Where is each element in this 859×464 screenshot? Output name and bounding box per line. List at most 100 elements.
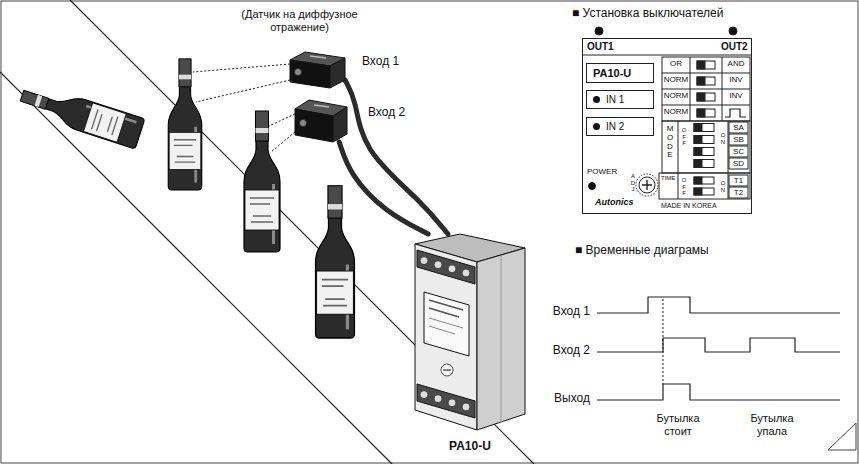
front-panel: OUT1OUT2POWERAutonicsMADE IN KOREAPA10-U…: [582, 38, 752, 214]
outline-face: [417, 384, 475, 418]
origin-note: MADE IN KOREA: [661, 202, 717, 210]
led-dot: [593, 123, 600, 130]
dip-switch: [697, 77, 715, 85]
standing-bottle: [316, 186, 355, 338]
model-box: PA10-U: [586, 63, 654, 83]
outline-face: [333, 107, 347, 142]
mode-cell: [729, 158, 748, 169]
beam-line: [196, 80, 290, 102]
detail-line: [314, 105, 329, 107]
dip-switch: [694, 188, 714, 195]
indicator-name: POWER: [587, 167, 617, 176]
signal-trace: [597, 297, 840, 313]
time-range: T2: [729, 187, 748, 198]
input-name: Вход 1: [362, 55, 399, 69]
outline-face: [424, 292, 469, 356]
sensor-cable: [339, 142, 428, 234]
signal-name: Вход 1: [530, 305, 590, 319]
photo-sensor: Вход 1: [290, 52, 345, 88]
node-outline: [295, 100, 347, 142]
beam-line: [271, 132, 295, 152]
outline-face: [290, 60, 330, 88]
mode-grid: [678, 121, 728, 173]
detail-circle: [434, 395, 442, 403]
input-indicator: IN 1: [586, 90, 654, 109]
detail-circle: [441, 364, 453, 376]
switch-knob: [694, 136, 702, 144]
outline-face: [415, 234, 525, 262]
state-caption: Бутылка упала: [742, 412, 802, 437]
sensor-type-note: (Датчик на диффузное отражение): [232, 8, 367, 33]
mode-cell: [729, 146, 748, 157]
controller-unit: PA10-U: [415, 234, 525, 430]
switch-group-label: TIME: [661, 175, 675, 182]
dip-switch: [697, 109, 715, 117]
input-indicator: IN 2: [586, 117, 654, 136]
switch-knob: [694, 177, 702, 184]
dial-slot: [642, 180, 652, 190]
detail-circle: [448, 399, 456, 407]
outline-face: [290, 52, 345, 66]
detail-line: [429, 326, 455, 334]
switch-label: NORM: [662, 75, 690, 84]
table-grid: [662, 57, 750, 121]
dial-scale: [636, 174, 658, 196]
time-cell: [729, 187, 748, 198]
detail-line: [501, 256, 502, 422]
beam-line: [269, 114, 295, 126]
fallen-bottle: [17, 81, 145, 149]
mode-name: SC: [729, 146, 748, 157]
output-name: OUT2: [721, 41, 748, 53]
state-caption: Бутылка стоит: [648, 412, 708, 437]
switch-state: ON: [720, 180, 726, 193]
mode-name: SA: [729, 122, 748, 133]
detail-line: [429, 318, 463, 328]
signal-name: Выход: [530, 392, 590, 406]
detail-circle: [434, 261, 442, 269]
time-dial: [639, 177, 655, 193]
switch-state: OFF: [681, 127, 687, 147]
switch-knob: [694, 124, 702, 132]
dial-label: ADJ: [630, 173, 636, 193]
node-outline: [290, 52, 345, 88]
time-block: [659, 173, 750, 199]
dip-switch: [694, 124, 714, 132]
mode-name: SD: [729, 158, 748, 169]
outline-face: [295, 109, 333, 142]
conveyor-edge: [70, 0, 534, 464]
beam-line: [193, 64, 290, 72]
corner-fold: [828, 423, 856, 450]
power-led: [589, 183, 596, 190]
box-text: IN 2: [606, 121, 624, 133]
outline-face: [477, 248, 525, 430]
section-title: ■ Временные диаграмы: [575, 244, 709, 258]
input-name: Вход 2: [368, 106, 405, 120]
detail-circle: [448, 265, 456, 273]
switch-knob: [694, 148, 702, 156]
signal-trace: [597, 384, 840, 400]
detail-circle: [295, 69, 302, 76]
led: [595, 27, 603, 35]
time-range: T1: [729, 175, 748, 186]
box-text: IN 1: [606, 94, 624, 106]
timing-marker: [663, 299, 664, 384]
box-text: PA10-U: [593, 67, 631, 80]
dip-switch: [694, 160, 714, 168]
switch-knob: [697, 77, 705, 85]
detail-line: [443, 369, 451, 370]
section-title: ■ Установка выключателей: [572, 7, 723, 21]
detail-circle: [420, 391, 428, 399]
switch-knob: [694, 160, 702, 168]
brand-name: Autonics: [595, 197, 634, 207]
switch-group-label: MODE: [666, 125, 674, 160]
time-cell: [729, 175, 748, 186]
outline-face: [330, 58, 345, 88]
switch-knob: [697, 61, 705, 69]
switch-state: ON: [720, 132, 726, 145]
switch-knob: [697, 93, 705, 101]
model-name: PA10-U: [415, 440, 525, 454]
switch-label: INV: [722, 91, 750, 100]
mode-block: [662, 121, 750, 173]
